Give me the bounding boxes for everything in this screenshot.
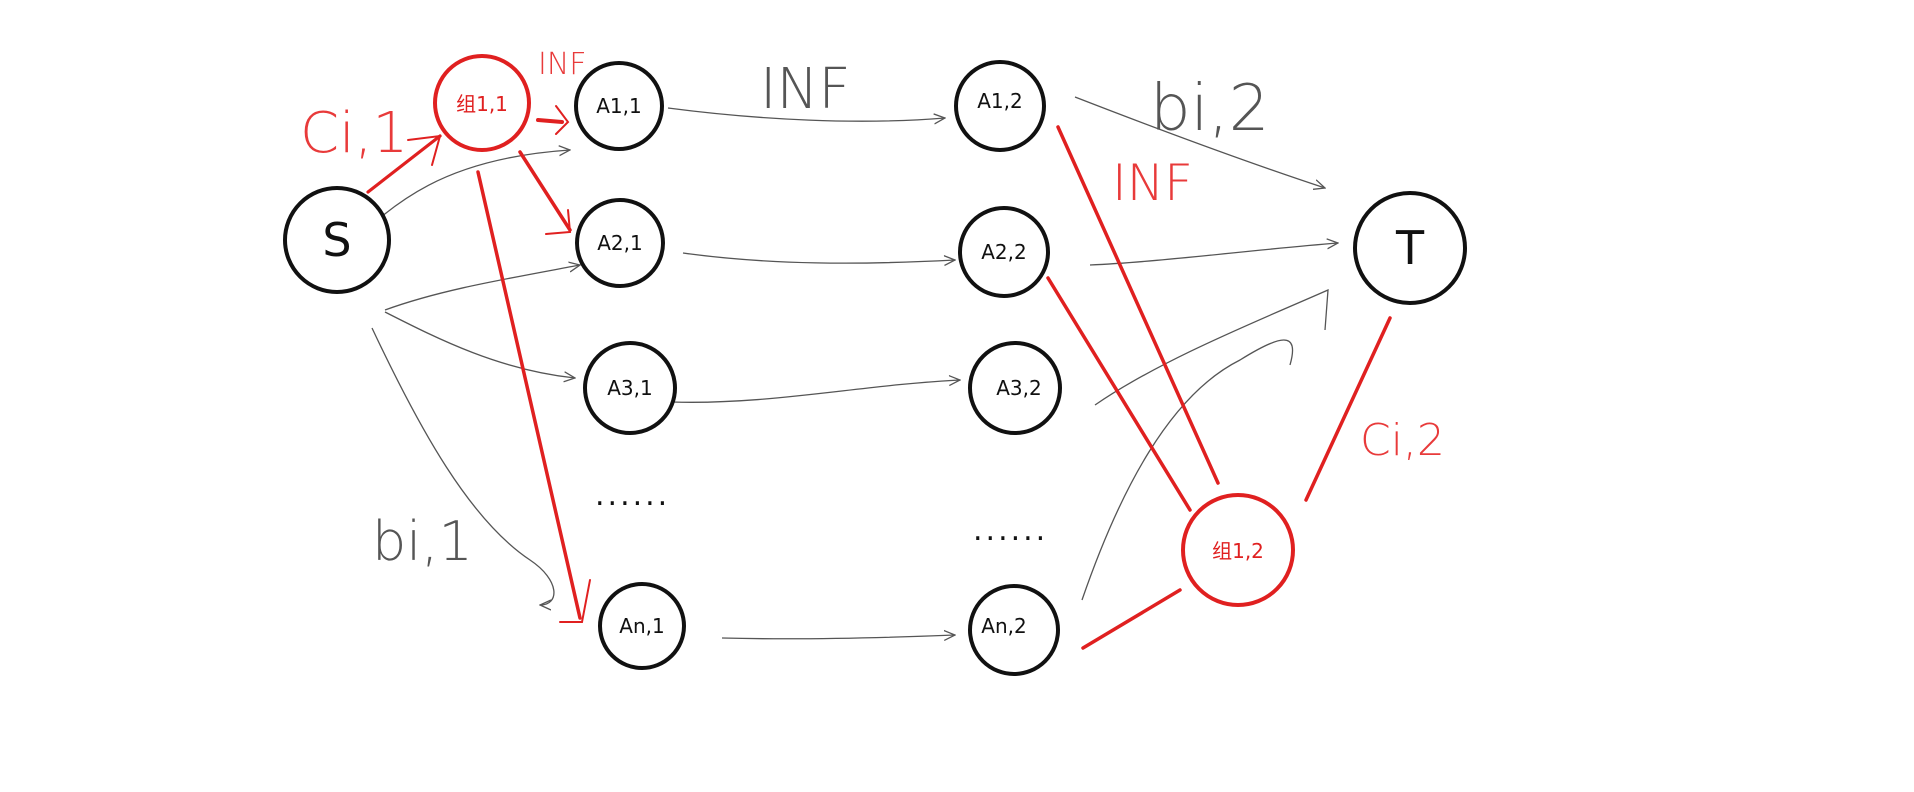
edge-s-an1 [371, 327, 555, 605]
node-a21: A2,1 [575, 198, 665, 288]
node-an1: An,1 [598, 582, 686, 670]
edge-group1-an1 [476, 170, 582, 620]
edge-s-a21 [384, 265, 580, 311]
node-group2-label: 组1,2 [1212, 539, 1264, 563]
node-sink-label: T [1395, 221, 1425, 275]
node-a32: A3,2 [968, 341, 1062, 435]
edge-a32-t [1094, 288, 1329, 406]
edge-an2-group2 [1081, 588, 1182, 650]
edge-a12-group2 [1056, 125, 1220, 485]
label-b-i2: bi,2 [1150, 72, 1269, 146]
node-an1-label: An,1 [619, 614, 664, 638]
label-c-i1: Ci,1 [300, 101, 408, 166]
node-an2-label: An,2 [981, 614, 1026, 638]
layer1-nodes: A1,1 A2,1 A3,1 An,1 [574, 61, 686, 670]
label-inf-small: INF [538, 47, 587, 82]
edge-a31-a32 [671, 380, 960, 403]
edge-group1-a21-head [545, 209, 572, 235]
node-a12: A1,2 [954, 60, 1046, 152]
edge-s-group1-head [407, 134, 442, 166]
label-b-i1: bi,1 [372, 510, 473, 573]
node-a31: A3,1 [583, 341, 677, 435]
ellipsis-layer2: ...... [973, 513, 1048, 548]
edge-an2-t [1081, 339, 1294, 601]
edge-s-group1 [366, 134, 442, 194]
node-group2: 组1,2 [1181, 493, 1295, 607]
node-a22-label: A2,2 [981, 240, 1027, 264]
label-c-i2: Ci,2 [1360, 415, 1445, 466]
edge-a11-a12 [667, 107, 945, 121]
edge-group1-a11-head [555, 105, 570, 135]
edge-s-a31 [384, 311, 575, 378]
node-a11: A1,1 [574, 61, 664, 151]
edge-group1-a11 [536, 118, 564, 124]
edge-a22-t [1089, 243, 1338, 266]
layer2-nodes: A1,2 A2,2 A3,2 An,2 [954, 60, 1062, 676]
node-group1: 组1,1 [433, 54, 531, 152]
edge-group2-t [1304, 316, 1392, 502]
edge-group1-an1-head [559, 579, 591, 623]
node-an2: An,2 [968, 584, 1060, 676]
edge-a22-group2 [1046, 276, 1192, 512]
label-inf-right: INF [1112, 154, 1193, 212]
node-source: S [283, 186, 391, 294]
label-inf-top: INF [760, 57, 851, 122]
node-a31-label: A3,1 [607, 376, 653, 400]
node-a32-label: A3,2 [996, 376, 1042, 400]
node-a22: A2,2 [958, 206, 1050, 298]
node-source-label: S [322, 213, 351, 267]
edge-a21-a22 [682, 252, 955, 263]
edges-group [366, 105, 1392, 650]
edges-layer1-to-layer2 [667, 107, 960, 639]
node-sink: T [1353, 191, 1467, 305]
edge-an1-an2 [721, 635, 955, 639]
edge-a12-t [1074, 96, 1325, 188]
ellipsis-layer1: ...... [595, 478, 670, 513]
node-group1-label: 组1,1 [456, 92, 508, 116]
node-a11-label: A1,1 [596, 94, 642, 118]
node-a21-label: A2,1 [597, 231, 643, 255]
node-a12-label: A1,2 [977, 89, 1023, 113]
edge-group1-a21 [518, 150, 572, 232]
edges-layer2-to-sink [1074, 96, 1338, 601]
